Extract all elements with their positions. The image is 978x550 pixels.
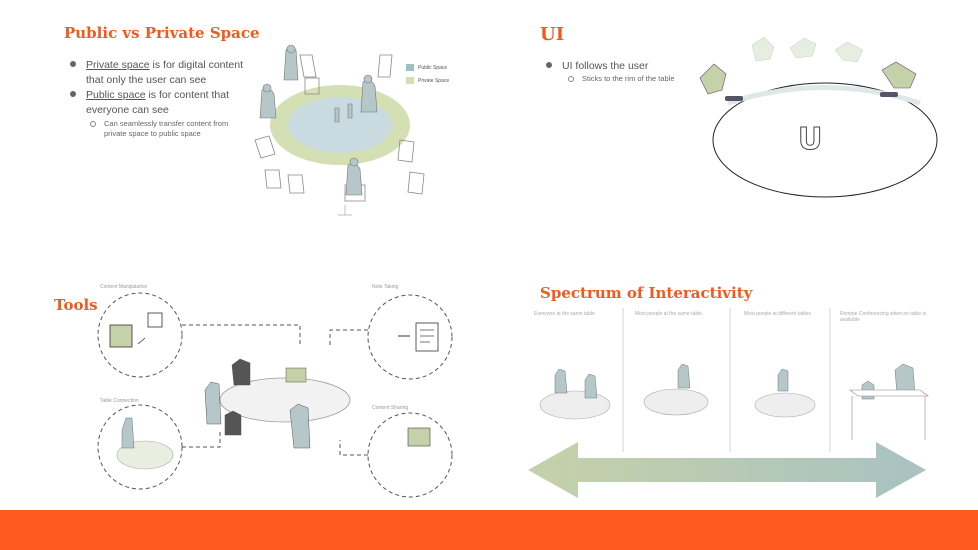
spectrum-arrow <box>528 442 926 498</box>
footer-bar <box>0 510 978 550</box>
